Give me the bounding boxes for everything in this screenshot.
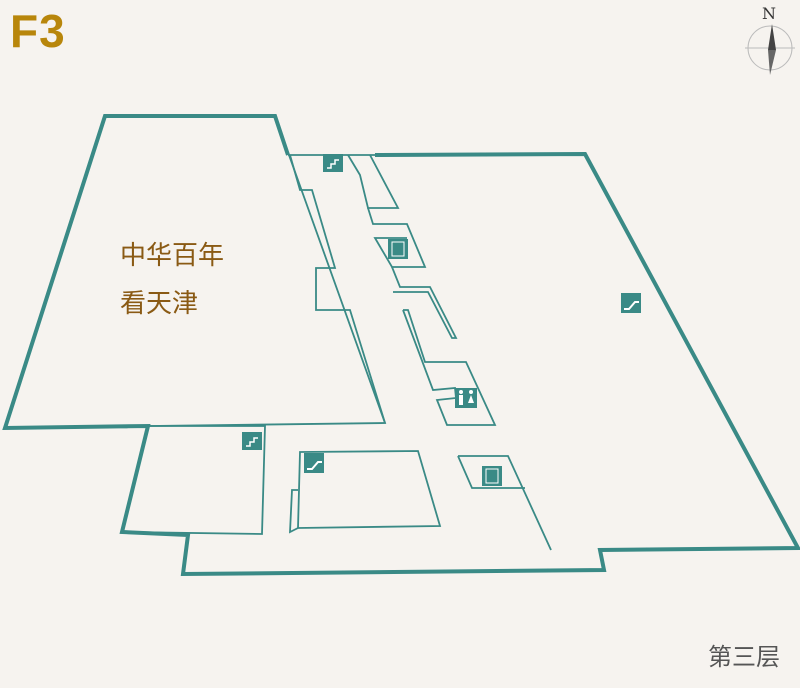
escalator-icon — [304, 453, 324, 473]
restroom-icon — [455, 388, 477, 408]
elevator-icon — [482, 466, 502, 486]
floor-name: 第三层 — [708, 643, 780, 671]
compass-icon — [745, 24, 795, 75]
stairs-icon — [323, 154, 343, 172]
north-label: N — [762, 4, 776, 23]
room-exhibition — [3, 115, 387, 429]
stairs-icon — [242, 432, 262, 450]
zone-label-exhibition[interactable]: 中华百年 看天津 — [120, 232, 224, 328]
outer-wall — [2, 114, 800, 577]
room-lower-left — [120, 425, 266, 535]
zone-name-line1: 中华百年 — [120, 241, 225, 271]
escalator-icon — [621, 293, 641, 313]
elevator-icon — [388, 239, 408, 259]
room-center — [297, 450, 442, 529]
zone-name-line2: 看天津 — [120, 289, 199, 319]
floor-badge: F3 — [10, 5, 66, 57]
